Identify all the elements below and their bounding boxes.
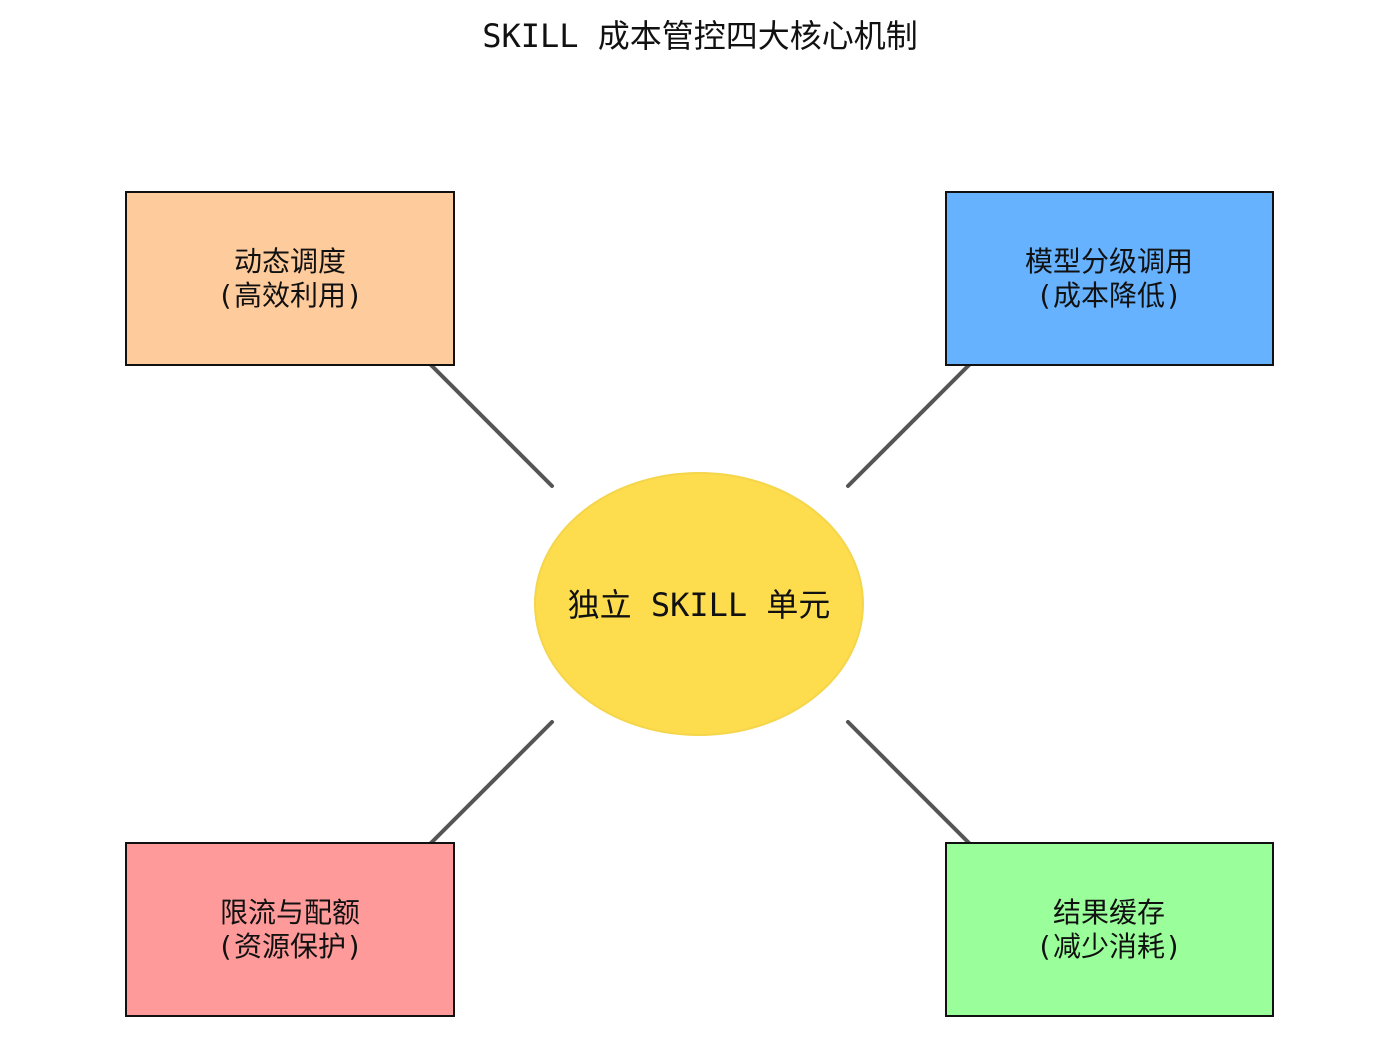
- mechanism-subtitle: (减少消耗): [1036, 930, 1182, 963]
- mechanism-dynamic-scheduling: 动态调度 (高效利用): [125, 191, 455, 366]
- mechanism-rate-limiting: 限流与配额 (资源保护): [125, 842, 455, 1017]
- diagram-title: SKILL 成本管控四大核心机制: [482, 17, 918, 55]
- mechanism-model-tiering: 模型分级调用 (成本降低): [945, 191, 1274, 366]
- mechanism-box: [945, 842, 1274, 1017]
- arrow-to-model-tiering: [846, 345, 989, 488]
- mechanism-title: 结果缓存: [1053, 896, 1165, 929]
- mechanism-subtitle: (成本降低): [1036, 279, 1182, 312]
- arrow-to-result-cache: [846, 720, 989, 863]
- mechanism-box: [125, 191, 455, 366]
- center-skill-unit: 独立 SKILL 单元: [534, 472, 864, 736]
- center-label: 独立 SKILL 单元: [568, 586, 831, 624]
- mechanism-title: 模型分级调用: [1025, 245, 1193, 278]
- arrows: [411, 345, 989, 863]
- mechanism-box: [125, 842, 455, 1017]
- mechanism-subtitle: (高效利用): [217, 279, 363, 312]
- center-ellipse: [534, 472, 864, 736]
- arrow-to-dynamic-scheduling: [411, 345, 554, 488]
- mechanism-result-cache: 结果缓存 (减少消耗): [945, 842, 1274, 1017]
- arrow-to-rate-limiting: [411, 720, 554, 863]
- mechanism-box: [945, 191, 1274, 366]
- mechanism-subtitle: (资源保护): [217, 930, 363, 963]
- mechanism-title: 限流与配额: [220, 896, 360, 929]
- mechanism-title: 动态调度: [234, 245, 346, 278]
